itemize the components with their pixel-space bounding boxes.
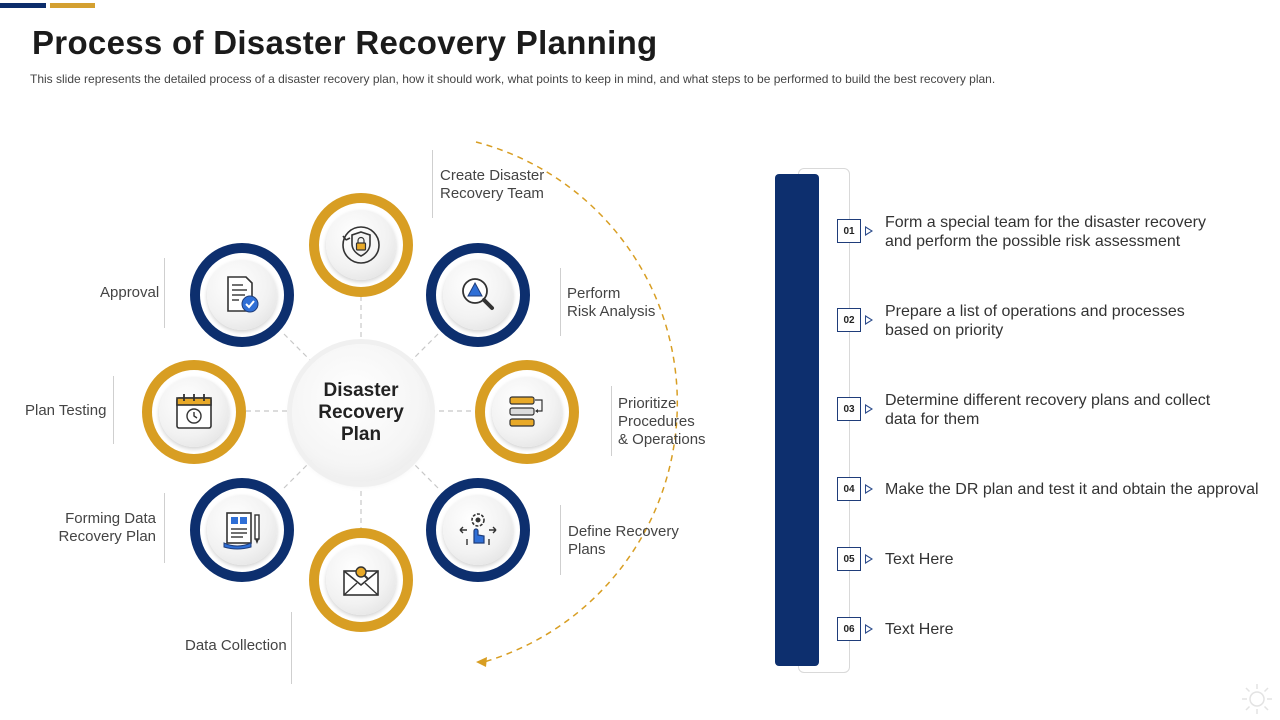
step-number: 05: [837, 547, 861, 571]
node-risk-analysis: [426, 243, 530, 347]
center-label: Disaster Recovery Plan: [318, 380, 404, 445]
label-approval: Approval: [100, 284, 160, 301]
triangle-arrow-icon: [865, 404, 873, 414]
step-text: Text Here: [885, 621, 954, 638]
label-separator: [560, 268, 561, 336]
node-prioritize: [475, 360, 579, 464]
top-accent-bar-navy: [0, 3, 46, 8]
priority-list-icon: [509, 396, 543, 427]
triangle-arrow-icon: [865, 554, 873, 564]
calendar-clock-icon: [176, 394, 212, 429]
document-check-icon: [227, 276, 259, 313]
step-number: 04: [837, 477, 861, 501]
steps-panel-bar: [775, 174, 819, 666]
node-data-collection: [309, 528, 413, 632]
label-data-collection: Data Collection: [185, 637, 287, 654]
node-define-plans: [426, 478, 530, 582]
label-separator: [432, 150, 433, 218]
connector-top-left: [283, 333, 313, 363]
step-text: Prepare a list of operations and process…: [885, 303, 1185, 339]
label-separator: [560, 505, 561, 575]
label-separator: [291, 612, 292, 684]
step-text: Make the DR plan and test it and obtain …: [885, 481, 1259, 498]
triangle-arrow-icon: [865, 624, 873, 634]
step-text: Form a special team for the disaster rec…: [885, 214, 1207, 250]
top-accent-bar-gold: [50, 3, 95, 8]
label-plan-testing: Plan Testing: [25, 402, 107, 419]
label-separator: [164, 493, 165, 563]
arc-arrow-head: [476, 657, 487, 667]
mail-search-icon: [343, 566, 379, 596]
step-number: 02: [837, 308, 861, 332]
triangle-arrow-icon: [865, 315, 873, 325]
shield-lock-icon: [342, 226, 380, 264]
gear-hand-icon: [459, 513, 497, 545]
magnifier-warning-icon: [462, 278, 494, 310]
center-hub: Disaster Recovery Plan: [292, 344, 430, 482]
step-text: Text Here: [885, 551, 954, 568]
connector-bottom-right: [409, 459, 439, 489]
node-plan-testing: [142, 360, 246, 464]
step-number: 03: [837, 397, 861, 421]
sun-watermark-icon: [1242, 684, 1272, 714]
step-number: 01: [837, 219, 861, 243]
page-title: Process of Disaster Recovery Planning: [32, 24, 658, 61]
triangle-arrow-icon: [865, 484, 873, 494]
node-forming-plan: [190, 478, 294, 582]
triangle-arrow-icon: [865, 226, 873, 236]
label-separator: [611, 386, 612, 456]
label-separator: [164, 258, 165, 328]
document-pencil-icon: [223, 512, 260, 550]
label-separator: [113, 376, 114, 444]
connector-top-right: [409, 333, 439, 363]
step-number: 06: [837, 617, 861, 641]
connector-bottom-left: [283, 459, 313, 489]
node-create-team: [309, 193, 413, 297]
node-approval: [190, 243, 294, 347]
page-subtitle: This slide represents the detailed proce…: [30, 72, 996, 86]
step-text: Determine different recovery plans and c…: [885, 392, 1211, 428]
